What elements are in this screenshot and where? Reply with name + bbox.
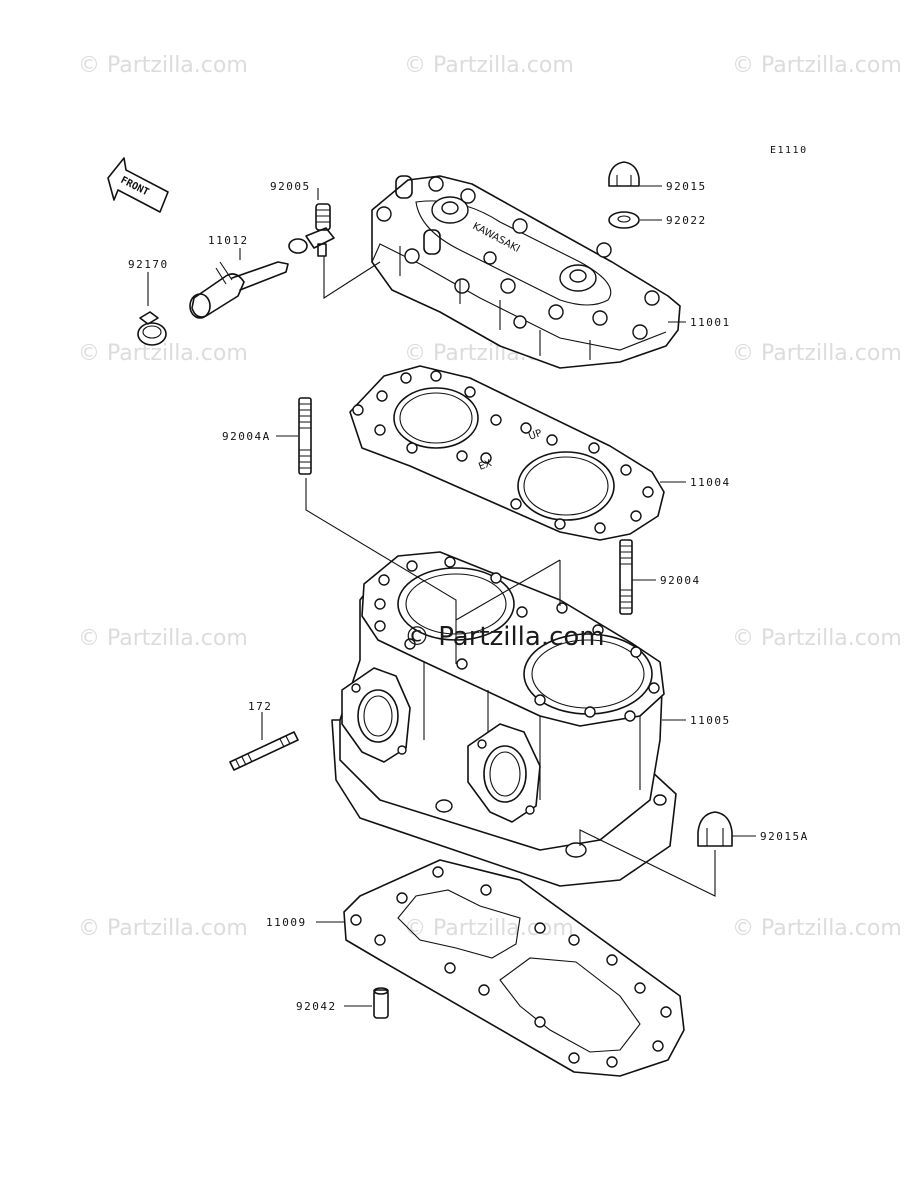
watermark-center: © Partzilla.com — [404, 622, 605, 652]
watermark: © Partzilla.com — [78, 53, 248, 78]
front-label: FRONT — [119, 175, 151, 198]
part-label-11004[interactable]: 11004 — [690, 476, 731, 489]
part-92015A-cap-nut[interactable] — [697, 811, 733, 847]
watermark: © Partzilla.com — [78, 341, 248, 366]
part-label-11009[interactable]: 11009 — [266, 916, 307, 929]
part-11005-cylinder-block[interactable] — [331, 551, 677, 887]
part-92042-dowel[interactable] — [373, 987, 389, 1019]
gasket-ex-mark: EX — [477, 458, 493, 473]
watermark-layer: © Partzilla.com © Partzilla.com © Partzi… — [78, 53, 902, 941]
part-11001-cylinder-head[interactable]: KAWASAKI — [371, 175, 681, 369]
part-label-92015A[interactable]: 92015A — [760, 830, 809, 843]
part-label-11001[interactable]: 11001 — [690, 316, 731, 329]
part-92005-fitting[interactable] — [288, 203, 335, 257]
watermark: © Partzilla.com — [404, 53, 574, 78]
watermark: © Partzilla.com — [732, 626, 902, 651]
part-label-92004A[interactable]: 92004A — [222, 430, 271, 443]
part-labels: 92015 92022 92005 11012 92170 11001 9200… — [128, 180, 809, 1013]
part-label-92042[interactable]: 92042 — [296, 1000, 337, 1013]
front-arrow-icon: FRONT — [107, 157, 169, 213]
watermark: © Partzilla.com — [732, 341, 902, 366]
part-11009-base-gasket[interactable] — [343, 859, 685, 1077]
part-label-92022[interactable]: 92022 — [666, 214, 707, 227]
part-label-11005[interactable]: 11005 — [690, 714, 731, 727]
part-92004A-stud[interactable] — [298, 397, 312, 475]
diagram-code: E1110 — [770, 145, 808, 156]
part-label-92015[interactable]: 92015 — [666, 180, 707, 193]
part-11012-hose[interactable] — [189, 261, 289, 319]
watermark: © Partzilla.com — [732, 53, 902, 78]
part-92022-washer[interactable] — [608, 211, 640, 229]
gasket-up-mark: UP — [527, 428, 543, 443]
part-92004-stud[interactable] — [619, 539, 633, 615]
part-172-stud[interactable] — [229, 731, 299, 771]
watermark: © Partzilla.com — [78, 626, 248, 651]
part-label-172[interactable]: 172 — [248, 700, 272, 713]
part-92015-cap-nut[interactable] — [608, 161, 640, 187]
part-label-92005[interactable]: 92005 — [270, 180, 311, 193]
watermark: © Partzilla.com — [78, 916, 248, 941]
leader-lines — [147, 185, 756, 1007]
part-11004-head-gasket[interactable]: UP EX — [349, 365, 665, 541]
part-label-92170[interactable]: 92170 — [128, 258, 169, 271]
watermark: © Partzilla.com — [404, 916, 574, 941]
watermark: © Partzilla.com — [732, 916, 902, 941]
part-label-11012[interactable]: 11012 — [208, 234, 249, 247]
part-label-92004[interactable]: 92004 — [660, 574, 701, 587]
part-92170-clamp[interactable] — [137, 311, 167, 346]
